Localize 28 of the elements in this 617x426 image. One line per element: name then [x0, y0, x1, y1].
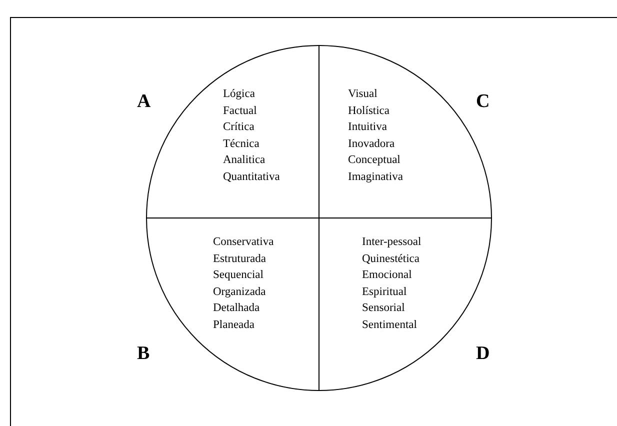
- trait-text: Conceptual: [348, 153, 400, 168]
- trait-text: Detalhada: [213, 301, 260, 316]
- trait-text: Inter-pessoal: [362, 235, 422, 250]
- trait-text: Visual: [348, 87, 378, 102]
- trait-text: Crítica: [223, 120, 254, 136]
- trait-text: Técnica: [223, 136, 260, 152]
- trait-text: Estruturada: [213, 252, 266, 267]
- trait-text: Quantitativa: [223, 170, 280, 185]
- trait-text: Sensorial: [362, 301, 405, 316]
- trait-text: Inovadora: [348, 136, 395, 152]
- quadrant-letter: B: [137, 344, 150, 364]
- trait-text: Espiritual: [362, 284, 407, 300]
- trait-text: Factual: [223, 104, 257, 119]
- trait-text: Conservativa: [213, 235, 274, 250]
- trait-text: Holística: [348, 104, 390, 119]
- trait-text: Organizada: [213, 284, 266, 300]
- trait-text: Lógica: [223, 87, 255, 102]
- trait-text: Emocional: [362, 268, 412, 284]
- trait-text: Sentimental: [362, 318, 417, 333]
- quadrant-letter: D: [476, 344, 490, 364]
- trait-text: Imaginativa: [348, 170, 403, 185]
- trait-text: Sequencial: [213, 268, 264, 284]
- quadrant-letter: C: [476, 92, 490, 112]
- trait-text: Quinestética: [362, 252, 420, 267]
- quadrant-letter: A: [137, 92, 151, 112]
- trait-text: Analitica: [223, 153, 266, 168]
- trait-text: Planeada: [213, 318, 255, 333]
- trait-text: Intuitiva: [348, 120, 387, 136]
